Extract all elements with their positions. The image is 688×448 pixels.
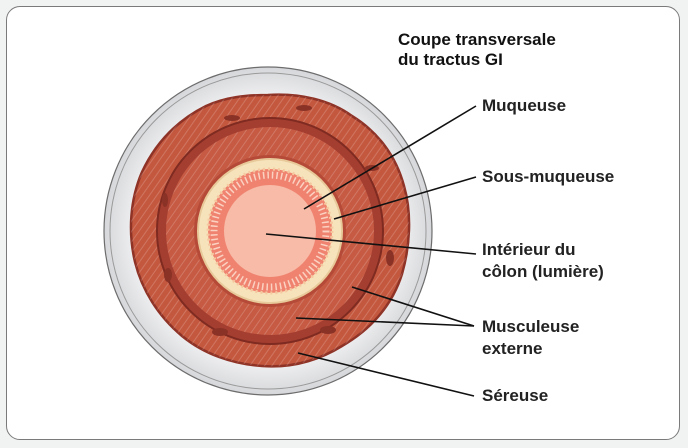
label-interieur-line-2: côlon (lumière) bbox=[482, 261, 604, 283]
label-sereuse: Séreuse bbox=[482, 385, 548, 407]
title-line-2: du tractus GI bbox=[398, 50, 556, 70]
label-musculeuse-line-1: Musculeuse bbox=[482, 316, 579, 338]
label-interieur-line-1: Intérieur du bbox=[482, 239, 604, 261]
label-musculeuse-line-2: externe bbox=[482, 338, 579, 360]
label-sous-muqueuse: Sous-muqueuse bbox=[482, 166, 614, 188]
label-interieur-du-colon: Intérieur du côlon (lumière) bbox=[482, 239, 604, 283]
diagram-title: Coupe transversale du tractus GI bbox=[398, 30, 556, 70]
lumen bbox=[224, 185, 316, 277]
label-muqueuse: Muqueuse bbox=[482, 95, 566, 117]
title-line-1: Coupe transversale bbox=[398, 30, 556, 50]
label-musculeuse-externe: Musculeuse externe bbox=[482, 316, 579, 360]
